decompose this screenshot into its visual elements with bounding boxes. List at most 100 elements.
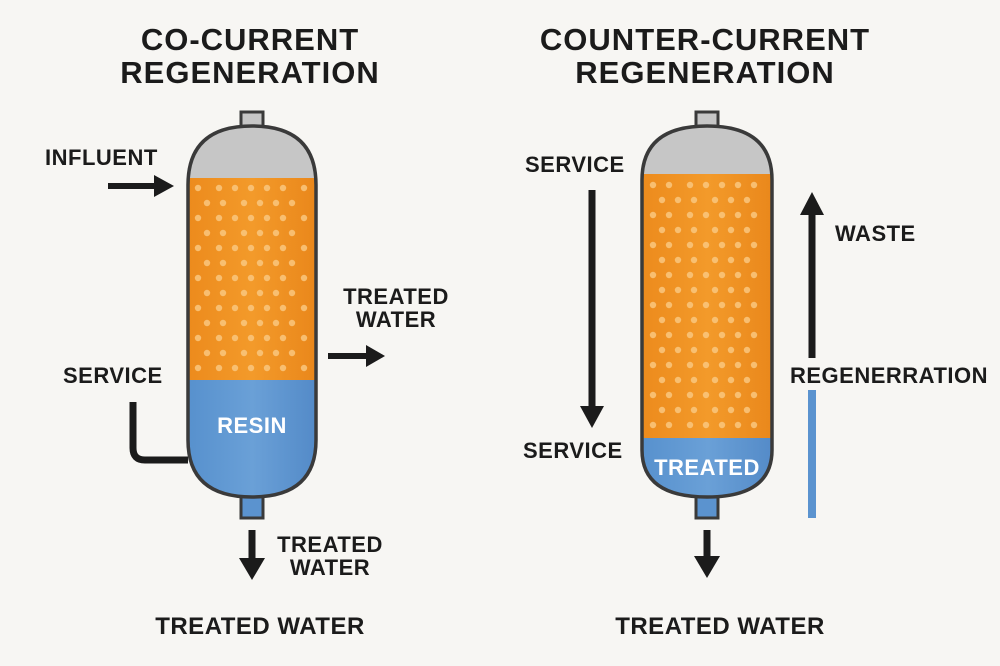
co-current-title: CO-CURRENT REGENERATION xyxy=(95,22,405,89)
resin-bead xyxy=(658,286,666,294)
resin-bead xyxy=(215,304,223,312)
resin-bead xyxy=(665,271,673,279)
resin-bead xyxy=(194,274,202,282)
resin-bead xyxy=(718,181,726,189)
resin-bead xyxy=(665,211,673,219)
resin-bead xyxy=(658,196,666,204)
resin-bead xyxy=(203,199,211,207)
outlet-arrow-down xyxy=(694,530,720,578)
resin-bead xyxy=(702,361,710,369)
treated-water-arrow xyxy=(328,345,385,367)
resin-bead xyxy=(727,316,735,324)
resin-bead xyxy=(263,244,271,252)
resin-bead xyxy=(690,286,698,294)
resin-bead xyxy=(665,361,673,369)
resin-bead xyxy=(300,304,308,312)
resin-bead xyxy=(711,316,719,324)
resin-bead xyxy=(674,376,682,384)
resin-bead xyxy=(240,229,248,237)
resin-bead xyxy=(272,289,280,297)
resin-bead xyxy=(649,211,657,219)
service-arrow-down xyxy=(580,190,604,428)
resin-bead xyxy=(194,334,202,342)
resin-bead xyxy=(649,391,657,399)
resin-bead xyxy=(658,226,666,234)
resin-bead xyxy=(743,376,751,384)
resin-bead xyxy=(256,349,264,357)
resin-bead xyxy=(288,259,296,267)
resin-bead xyxy=(215,364,223,372)
resin-bead xyxy=(219,349,227,357)
resin-bead xyxy=(718,271,726,279)
treated-band-label: TREATED xyxy=(654,455,760,480)
label-line-1: TREATED xyxy=(343,284,449,309)
resin-bead xyxy=(279,334,287,342)
resin-bead xyxy=(279,304,287,312)
resin-bead xyxy=(718,301,726,309)
resin-bead xyxy=(247,214,255,222)
treated-water-side-label: TREATED WATER xyxy=(332,285,460,331)
resin-bead xyxy=(734,391,742,399)
resin-bead xyxy=(658,346,666,354)
resin-bead xyxy=(702,241,710,249)
resin-bead xyxy=(219,289,227,297)
resin-bead xyxy=(219,199,227,207)
resin-bead xyxy=(194,214,202,222)
resin-bead xyxy=(743,406,751,414)
resin-bead xyxy=(750,331,758,339)
vessel-outline xyxy=(640,124,774,499)
resin-bead xyxy=(743,196,751,204)
resin-bead xyxy=(665,181,673,189)
resin-bead xyxy=(690,376,698,384)
resin-bead xyxy=(674,196,682,204)
resin-bead xyxy=(718,361,726,369)
resin-bead xyxy=(658,406,666,414)
resin-bead xyxy=(702,331,710,339)
resin-bead xyxy=(263,214,271,222)
resin-bead xyxy=(686,361,694,369)
resin-bead xyxy=(702,271,710,279)
service-label: SERVICE xyxy=(63,363,163,388)
resin-water-zone xyxy=(188,380,316,497)
resin-bead xyxy=(711,376,719,384)
resin-bead xyxy=(734,241,742,249)
resin-bead xyxy=(263,184,271,192)
resin-bead xyxy=(750,181,758,189)
resin-bead xyxy=(665,391,673,399)
resin-bead xyxy=(231,244,239,252)
influent-label: INFLUENT xyxy=(45,145,158,170)
resin-bead xyxy=(750,211,758,219)
resin-bead xyxy=(203,259,211,267)
resin-bead xyxy=(649,421,657,429)
counter-current-column xyxy=(640,110,774,520)
resin-bead xyxy=(219,319,227,327)
resin-bead xyxy=(674,406,682,414)
resin-bead xyxy=(743,226,751,234)
resin-bead xyxy=(272,259,280,267)
resin-bead xyxy=(711,406,719,414)
resin-bead xyxy=(263,364,271,372)
resin-bead xyxy=(743,256,751,264)
resin-bead xyxy=(750,361,758,369)
resin-bead xyxy=(734,361,742,369)
resin-bead xyxy=(247,274,255,282)
waste-label: WASTE xyxy=(835,221,916,246)
resin-bead xyxy=(272,199,280,207)
resin-bead xyxy=(743,346,751,354)
resin-bead xyxy=(718,211,726,219)
title-line-1: CO-CURRENT xyxy=(140,22,360,57)
resin-bead xyxy=(231,274,239,282)
resin-bead xyxy=(649,271,657,279)
resin-bead xyxy=(215,184,223,192)
resin-bead xyxy=(727,226,735,234)
resin-bead xyxy=(231,184,239,192)
resin-bead xyxy=(690,346,698,354)
label-line-2: WATER xyxy=(289,555,371,581)
resin-bead xyxy=(686,271,694,279)
resin-bead xyxy=(674,286,682,294)
resin-bead xyxy=(279,274,287,282)
resin-bead xyxy=(288,349,296,357)
resin-bead xyxy=(215,244,223,252)
